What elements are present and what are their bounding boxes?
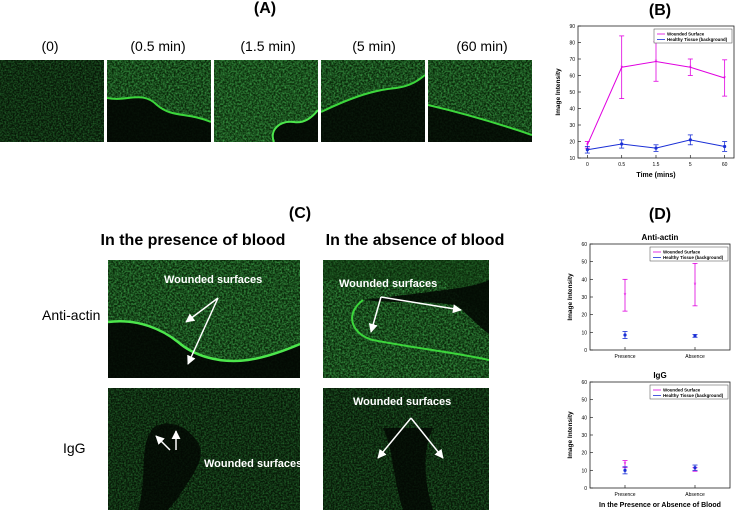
micrograph-60min [428,60,532,142]
micrograph-0min [0,60,104,142]
y-tick-label: 60 [581,380,587,386]
data-point [623,468,627,472]
y-tick-label: 30 [581,433,587,439]
x-tick-label: 60 [722,162,728,168]
y-tick-label: 70 [569,57,575,63]
legend-entry: Healthy Tissue (background) [663,255,724,260]
y-axis-label: Image Intensity [567,411,574,459]
y-tick-label: 50 [581,398,587,404]
chart-title: Anti-actin [642,233,679,242]
y-tick-label: 30 [581,295,587,301]
y-tick-label: 80 [569,41,575,47]
x-tick-label: 1.5 [653,162,660,168]
x-tick-label: Absence [685,354,705,360]
data-point [693,334,697,338]
x-tick-label: Presence [614,354,635,360]
data-point: * [723,75,726,82]
data-point: * [655,59,658,66]
data-point: * [620,65,623,72]
time-label-1-5: (1.5 min) [240,38,296,54]
y-tick-label: 60 [569,74,575,80]
time-label-0: (0) [41,38,59,54]
chart-title: IgG [653,371,666,380]
column-heading-presence: In the presence of blood [100,232,286,249]
y-tick-label: 40 [581,277,587,283]
data-point [623,333,627,337]
column-heading-absence: In the absence of blood [325,232,505,249]
y-axis-label: Image Intensity [567,273,574,321]
micrograph-1-5min [214,60,318,142]
data-point: * [689,65,692,72]
panel-c-label: (C) [288,205,312,222]
y-tick-label: 10 [581,468,587,474]
data-point: * [586,142,589,149]
x-tick-label: 0.5 [618,162,625,168]
legend-box [649,246,729,262]
micrograph-igg-absence: Wounded surfaces [323,388,489,510]
micrograph-anti-actin-absence: Wounded surfaces [323,260,489,378]
micrograph-igg-presence: Wounded surfaces [108,388,300,510]
time-label-60: (60 min) [456,38,508,54]
legend-box [649,384,729,400]
legend-entry: Wounded Surface [667,32,705,37]
data-point: * [624,462,627,469]
x-axis-label: In the Presence or Absence of Blood [599,502,721,509]
panel-a-label: (A) [253,0,277,17]
x-tick-label: 0 [586,162,589,168]
legend-entry: Wounded Surface [663,388,701,393]
micrograph-0-5min [107,60,211,142]
micrograph-5min [321,60,425,142]
y-tick-label: 40 [581,415,587,421]
y-tick-label: 50 [581,260,587,266]
y-tick-label: 20 [581,451,587,457]
x-axis-label: Time (mins) [636,172,675,179]
time-label-5: (5 min) [352,38,396,54]
row-label-anti-actin: Anti-actin [42,307,101,323]
data-point [688,138,692,142]
panel-d-label: (D) [648,206,672,223]
data-point [620,142,624,146]
y-tick-label: 10 [569,156,575,162]
time-label-0-5: (0.5 min) [130,38,186,54]
y-tick-label: 90 [569,24,575,30]
y-tick-label: 0 [584,348,587,354]
data-point: * [694,282,697,289]
y-tick-label: 20 [581,313,587,319]
y-axis-label: Image Intensity [555,68,562,116]
data-point: * [624,293,627,300]
row-label-igg: IgG [63,440,86,456]
legend-entry: Healthy Tissue (background) [663,393,724,398]
y-tick-label: 30 [569,123,575,129]
data-point [585,148,589,152]
y-tick-label: 0 [584,486,587,492]
x-tick-label: 5 [689,162,692,168]
annotation-wounded-surfaces: Wounded surfaces [339,278,438,290]
y-tick-label: 40 [569,107,575,113]
micrograph-anti-actin-presence: Wounded surfaces [108,260,300,378]
legend-entry: Healthy Tissue (background) [667,37,728,42]
data-point [723,144,727,149]
annotation-wounded-surfaces: Wounded surfaces [164,274,263,286]
annotation-wounded-surfaces: Wounded surfaces [353,396,452,408]
x-tick-label: Presence [614,492,635,498]
legend-box [653,28,733,44]
y-tick-label: 10 [581,330,587,336]
y-tick-label: 60 [581,242,587,248]
data-point [654,146,658,150]
panel-b-label: (B) [648,2,672,19]
data-point [693,466,697,470]
x-tick-label: Absence [685,492,705,498]
y-tick-label: 20 [569,140,575,146]
annotation-wounded-surfaces: Wounded surfaces [204,458,300,470]
y-tick-label: 50 [569,90,575,96]
legend-entry: Wounded Surface [663,250,701,255]
